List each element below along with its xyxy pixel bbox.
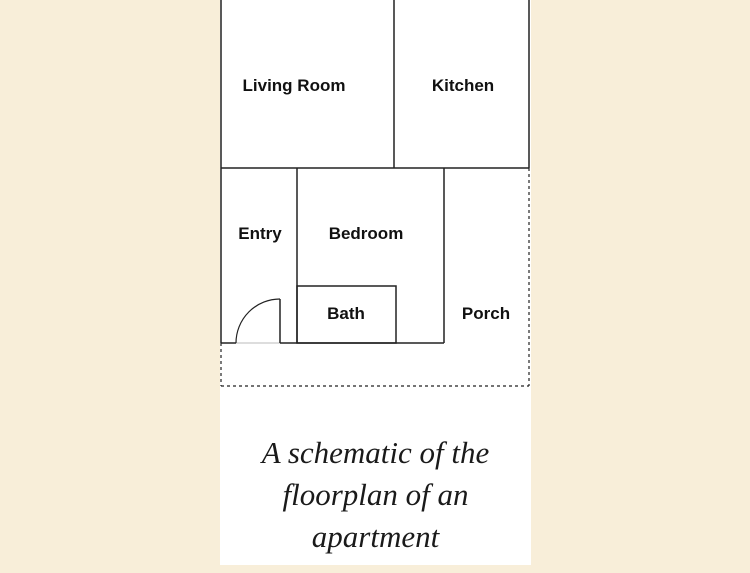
room-label-bath: Bath [327,304,365,323]
bath-walls [296,285,397,344]
floorplan-diagram: Living Room Kitchen Entry Bedroom Bath P… [220,0,530,387]
caption-line-3: apartment [311,519,440,554]
caption-line-1: A schematic of the [261,435,490,470]
figure-caption: A schematic of the floorplan of an apart… [220,432,531,558]
room-label-porch: Porch [462,304,510,323]
room-label-bedroom: Bedroom [329,224,404,243]
room-label-kitchen: Kitchen [432,76,494,95]
caption-line-2: floorplan of an [282,477,469,512]
room-label-entry: Entry [238,224,282,243]
floorplan-card: Living Room Kitchen Entry Bedroom Bath P… [220,0,531,565]
entry-door [235,298,281,344]
room-label-living-room: Living Room [243,76,346,95]
